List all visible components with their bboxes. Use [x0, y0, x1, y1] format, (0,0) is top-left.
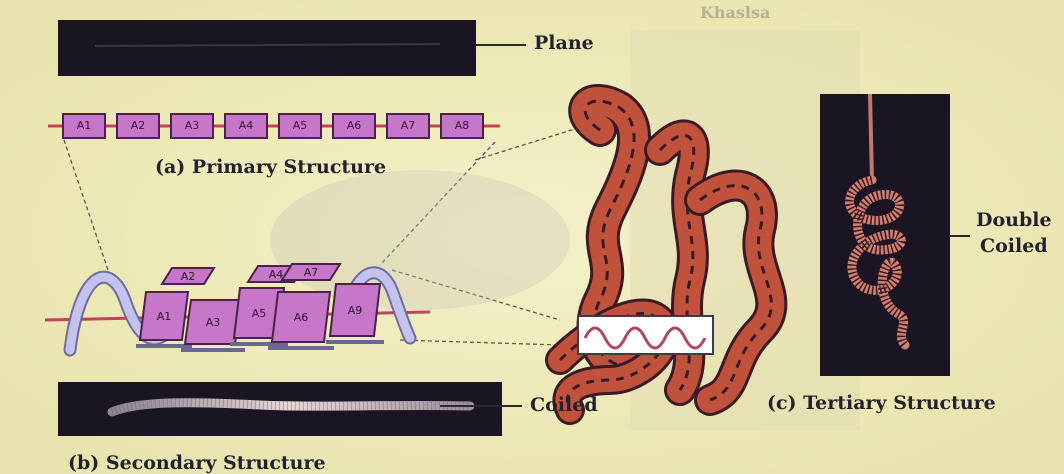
helix-block-label-1: A1 [157, 310, 172, 323]
double-coiled-label-line2: Coiled [980, 235, 1048, 257]
primary-amino-acid-a2: A2 [116, 113, 160, 139]
primary-amino-acid-a4: A4 [224, 113, 268, 139]
double-coiled-label-line1: Double [976, 209, 1052, 231]
primary-amino-acid-a1: A1 [62, 113, 106, 139]
helix-block-label-3: A4 [269, 268, 284, 281]
secondary-structure-label: (b) Secondary Structure [68, 452, 326, 474]
primary-amino-acid-a3: A3 [170, 113, 214, 139]
tertiary-strand-top [870, 94, 872, 180]
helix-block-label-7: A9 [348, 304, 363, 317]
helix-block-label-4: A5 [252, 307, 267, 320]
primary-amino-acid-a6: A6 [332, 113, 376, 139]
primary-structure-label: (a) Primary Structure [155, 156, 386, 178]
double-coiled-leader [950, 235, 970, 237]
faint-header-text: Khaslsa [700, 3, 770, 22]
plane-leader [476, 44, 526, 46]
plane-label: Plane [534, 32, 594, 54]
coiled-label: Coiled [530, 394, 598, 416]
primary-amino-acid-a7: A7 [386, 113, 430, 139]
helix-block-label-5: A6 [294, 311, 309, 324]
speckle-shade [270, 170, 570, 310]
helix-block-label-2: A3 [206, 316, 221, 329]
helix-block-label-6: A7 [304, 266, 319, 279]
coiled-leader [440, 405, 522, 407]
primary-amino-acid-a5: A5 [278, 113, 322, 139]
tertiary-structure-label: (c) Tertiary Structure [767, 392, 996, 414]
plane-band [58, 20, 476, 76]
helix-block-label-0: A2 [181, 270, 196, 283]
primary-amino-acid-a8: A8 [440, 113, 484, 139]
